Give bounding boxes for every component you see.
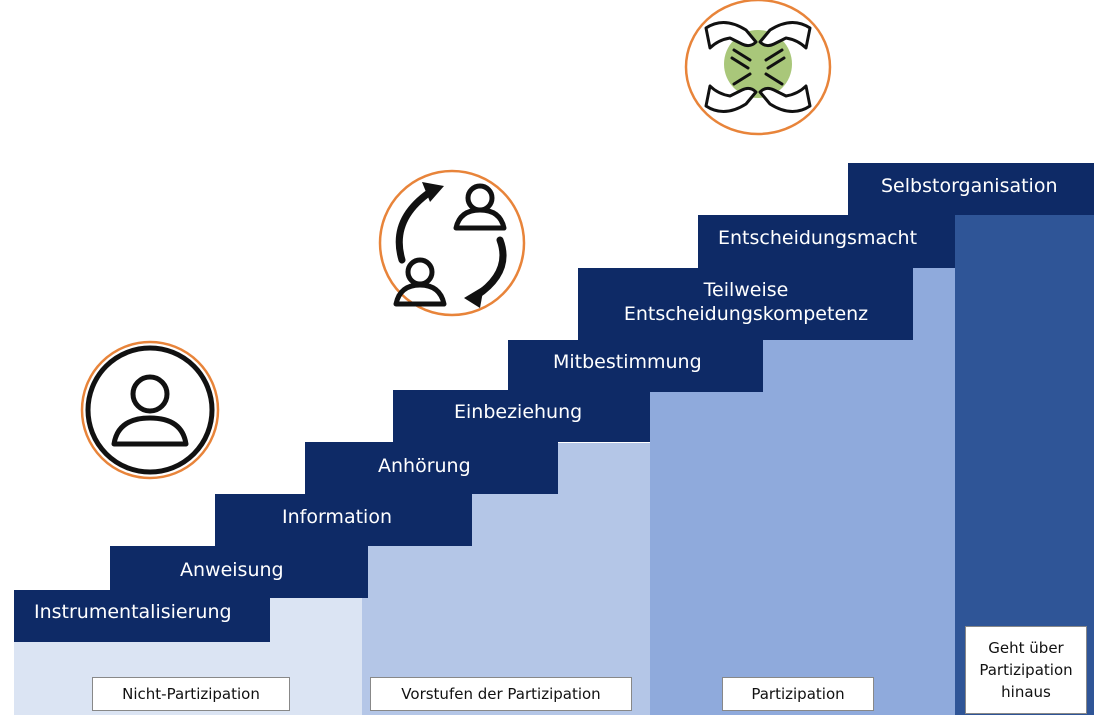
step-8: [698, 215, 955, 268]
step-label-instrumentalisierung: Instrumentalisierung: [34, 601, 232, 623]
step-2: [110, 546, 368, 598]
step-4: [305, 442, 558, 494]
group-label-partizipation: Partizipation: [722, 677, 874, 711]
step-label-entscheidungsmacht: Entscheidungsmacht: [718, 227, 918, 249]
step-3: [215, 494, 472, 546]
step-9: [848, 163, 1094, 215]
step-label-einbeziehung: Einbeziehung: [454, 401, 583, 423]
step-label-selbstorganisation: Selbstorganisation: [881, 175, 1058, 197]
step-6: [508, 340, 763, 392]
step-label-information: Information: [282, 506, 392, 528]
step-label-anhoerung: Anhörung: [378, 455, 471, 477]
step-7: [578, 268, 913, 340]
step-label-anweisung: Anweisung: [180, 559, 284, 581]
step-label-teilweise: Teilweise Entscheidungskompetenz: [623, 279, 869, 325]
step-1: [14, 590, 270, 642]
hands-icon: [684, 0, 832, 136]
person-icon: [80, 340, 220, 480]
exchange-icon: [378, 168, 526, 318]
group-label-vorstufen: Vorstufen der Partizipation: [370, 677, 632, 711]
group-label-hinaus: Geht über Partizipation hinaus: [965, 626, 1087, 714]
group-label-nicht-partizipation: Nicht-Partizipation: [92, 677, 290, 711]
step-label-mitbestimmung: Mitbestimmung: [553, 351, 702, 373]
step-5: [393, 390, 650, 442]
